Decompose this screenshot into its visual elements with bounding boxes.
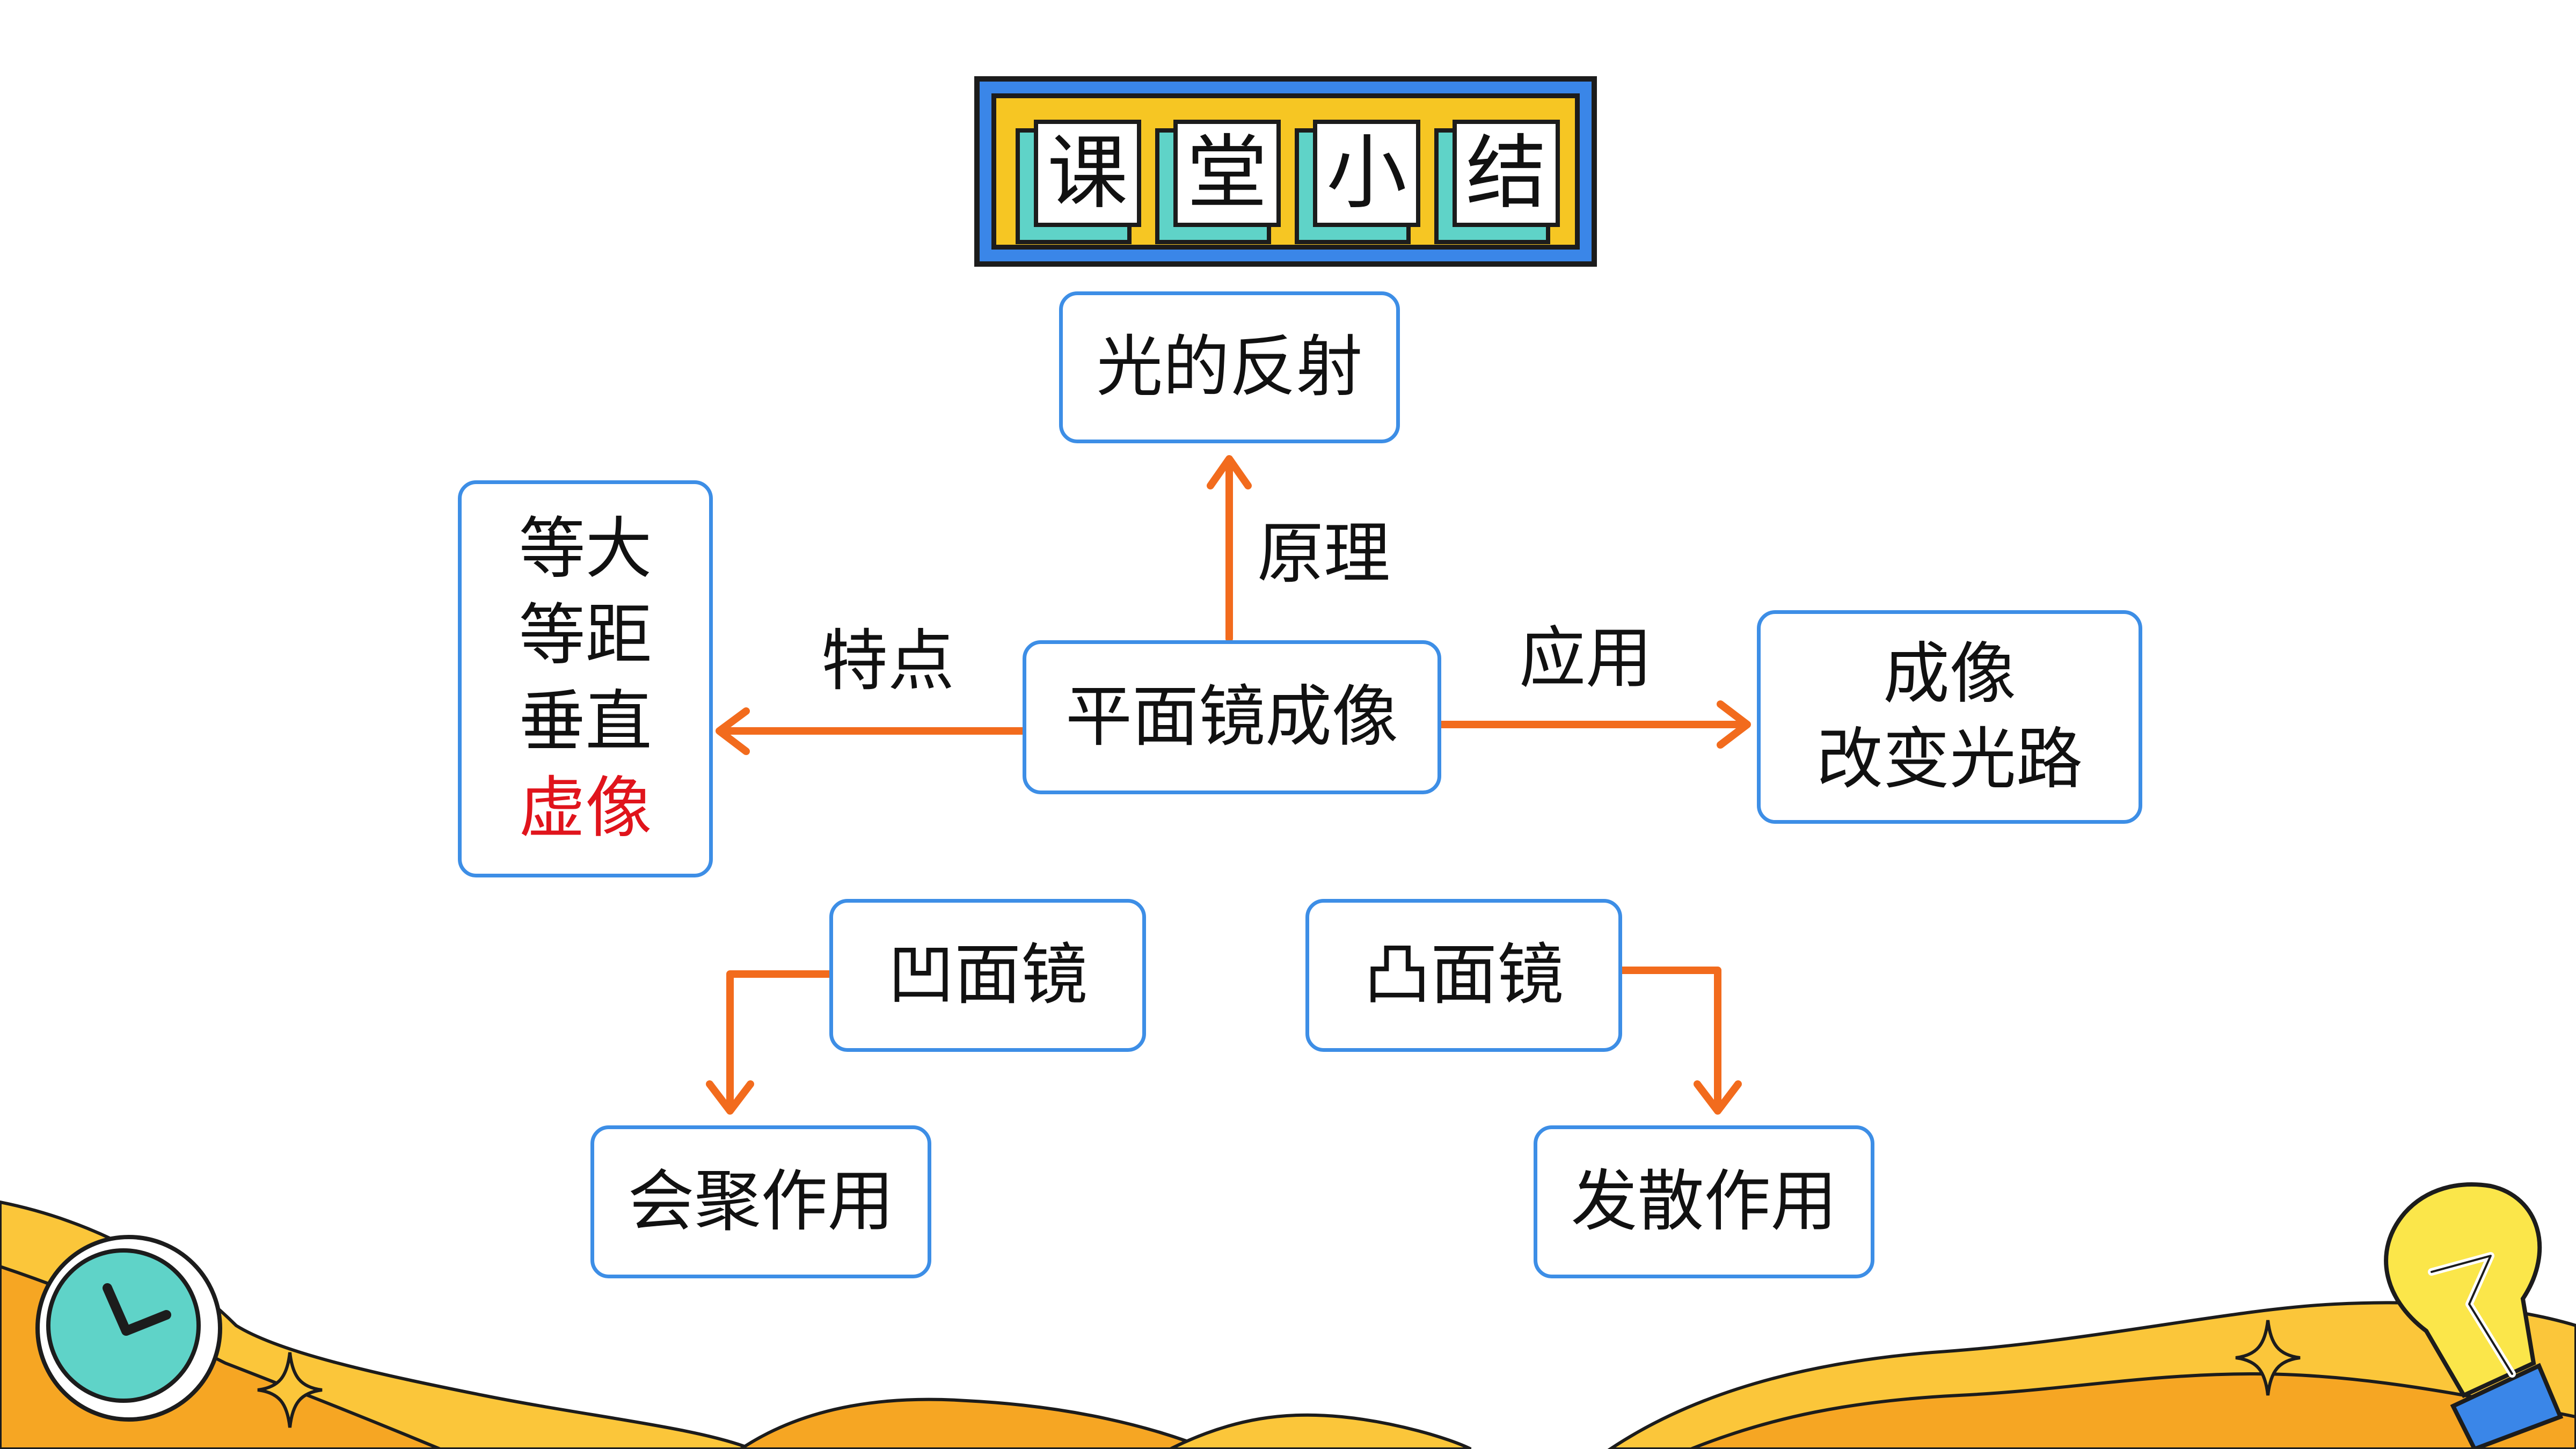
title-char: 小 [1326, 127, 1407, 220]
clock-icon [35, 1235, 222, 1422]
left-box-highlight: 虚像 [519, 770, 652, 847]
title-tile: 小 [1313, 120, 1420, 227]
title-tile: 堂 [1173, 120, 1281, 227]
arrows [706, 455, 1751, 1115]
converging-effect-box: 会聚作用 [590, 1125, 931, 1278]
sparkle-icon [2235, 1320, 2301, 1396]
title-char: 堂 [1186, 127, 1267, 220]
arrow-convex-head [1694, 1080, 1742, 1115]
converging-effect-text: 会聚作用 [627, 1163, 894, 1241]
title-char: 结 [1465, 127, 1546, 220]
arrow-right-head [1717, 700, 1751, 749]
left-box-line: 垂直 [519, 683, 652, 760]
label-principle: 原理 [1257, 515, 1391, 592]
label-application: 应用 [1519, 620, 1653, 697]
title-tile: 结 [1453, 120, 1560, 227]
left-box-line: 等大 [519, 510, 652, 588]
arrow-up-head [1207, 455, 1252, 489]
concave-mirror-box: 凹面镜 [829, 899, 1146, 1052]
title-banner: 课 堂 小 结 [974, 76, 1597, 267]
arrow-concave [726, 970, 833, 1109]
convex-mirror-text: 凸面镜 [1363, 936, 1564, 1014]
center-box-text: 平面镜成像 [1065, 678, 1398, 756]
top-box-text: 光的反射 [1096, 328, 1363, 406]
title-banner-inner: 课 堂 小 结 [991, 93, 1580, 250]
diverging-effect-box: 发散作用 [1534, 1125, 1874, 1278]
arrow-convex [1617, 967, 1721, 1109]
arrow-left-head [716, 707, 750, 755]
arrow-concave-head [706, 1080, 754, 1115]
sparkle-icon [257, 1352, 323, 1428]
lightbulb-icon [2384, 1182, 2564, 1449]
left-box-line: 等距 [519, 596, 652, 674]
center-box-plane-mirror: 平面镜成像 [1023, 640, 1441, 794]
left-box-characteristics: 等大 等距 垂直 虚像 [458, 480, 713, 877]
top-box-light-reflection: 光的反射 [1059, 291, 1400, 443]
right-box-line: 改变光路 [1816, 721, 2083, 798]
title-tile: 课 [1034, 120, 1141, 227]
concave-mirror-text: 凹面镜 [887, 936, 1088, 1014]
right-box-line: 成像 [1882, 635, 2016, 713]
diverging-effect-text: 发散作用 [1571, 1163, 1837, 1241]
label-feature: 特点 [821, 623, 955, 700]
convex-mirror-box: 凸面镜 [1305, 899, 1622, 1052]
title-char: 课 [1047, 127, 1128, 220]
right-box-applications: 成像 改变光路 [1757, 610, 2142, 824]
